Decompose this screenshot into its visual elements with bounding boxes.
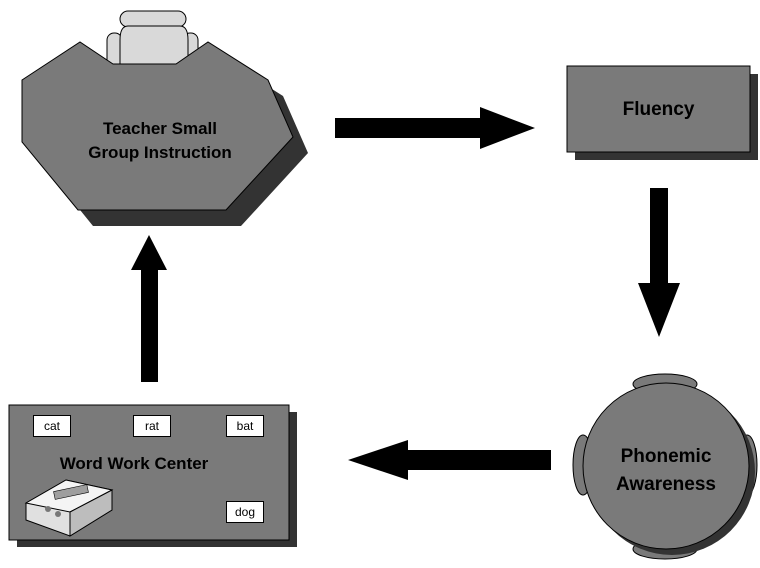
fluency-node-shape [566, 65, 751, 153]
teacher-label-line2: Group Instruction [88, 143, 232, 162]
arrow-wordwork-to-teacher [131, 235, 167, 382]
teacher-node-shape [21, 41, 294, 211]
word-card-rat: rat [133, 415, 171, 437]
phonemic-label-line1: Phonemic [620, 446, 712, 467]
word-card-dog: dog [226, 501, 264, 523]
phonemic-label-line2: Awareness [616, 474, 716, 495]
tape-player-icon [24, 479, 114, 537]
phonemic-node-label: Phonemic Awareness [586, 443, 746, 499]
word-work-node-label: Word Work Center [59, 454, 209, 473]
teacher-node-label: Teacher Small Group Instruction [40, 117, 280, 165]
word-card-bat: bat [226, 415, 264, 437]
arrow-phonemic-to-wordwork [348, 440, 551, 480]
teacher-label-line1: Teacher Small [102, 119, 218, 138]
fluency-node-label: Fluency [622, 99, 695, 120]
arrow-teacher-to-fluency [335, 107, 535, 149]
word-card-cat: cat [33, 415, 71, 437]
phonemic-node-shape [582, 382, 750, 550]
arrow-fluency-to-phonemic [638, 188, 680, 337]
